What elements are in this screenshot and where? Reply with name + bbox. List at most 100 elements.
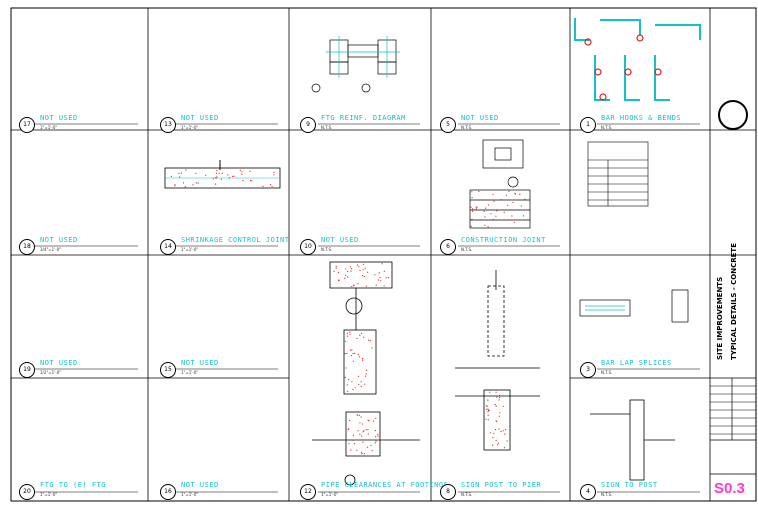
concrete-dot bbox=[346, 335, 349, 337]
concrete-dot bbox=[335, 267, 337, 269]
detail-6-scale: N.T.S. bbox=[461, 247, 473, 252]
concrete-dot bbox=[506, 199, 508, 201]
concrete-dot bbox=[227, 174, 229, 176]
concrete-dot bbox=[352, 360, 354, 362]
concrete-dot bbox=[492, 444, 494, 446]
pipe-clearance-drawing bbox=[312, 261, 420, 486]
concrete-dot bbox=[513, 221, 515, 223]
concrete-dot bbox=[239, 169, 241, 171]
concrete-dot bbox=[374, 430, 376, 432]
concrete-dot bbox=[350, 449, 352, 451]
detail-14-number: 14 bbox=[160, 239, 176, 255]
concrete-dot bbox=[233, 175, 235, 177]
concrete-dot bbox=[228, 177, 230, 179]
concrete-stipple bbox=[170, 169, 528, 455]
detail-4-number: 4 bbox=[580, 484, 596, 500]
concrete-dot bbox=[495, 420, 497, 422]
concrete-dot bbox=[377, 434, 379, 436]
concrete-dot bbox=[487, 408, 489, 410]
concrete-dot bbox=[471, 197, 473, 199]
concrete-dot bbox=[359, 422, 361, 424]
concrete-dot bbox=[352, 434, 354, 436]
project-name: SITE IMPROVEMENTS bbox=[716, 276, 724, 360]
concrete-dot bbox=[502, 405, 504, 407]
concrete-dot bbox=[241, 171, 243, 173]
concrete-dot bbox=[354, 352, 356, 354]
concrete-dot bbox=[360, 381, 362, 383]
detail-12-scale: 1"=1'-0" bbox=[321, 492, 339, 497]
concrete-dot bbox=[381, 263, 383, 265]
detail-14-title: SHRINKAGE CONTROL JOINT bbox=[181, 236, 290, 244]
concrete-dot bbox=[357, 414, 359, 416]
concrete-dot bbox=[251, 180, 253, 182]
detail-19-title: NOT USED bbox=[40, 359, 78, 367]
concrete-dot bbox=[498, 428, 500, 430]
concrete-dot bbox=[374, 274, 376, 276]
concrete-dot bbox=[377, 279, 379, 281]
concrete-dot bbox=[511, 215, 513, 217]
concrete-dot bbox=[345, 274, 347, 277]
sheet-title: TYPICAL DETAILS - CONCRETE bbox=[730, 243, 738, 360]
concrete-dot bbox=[195, 172, 197, 174]
concrete-dot bbox=[351, 381, 353, 383]
concrete-dot bbox=[487, 226, 489, 228]
concrete-dot bbox=[495, 405, 497, 407]
concrete-dot bbox=[494, 429, 497, 431]
concrete-dot bbox=[492, 193, 494, 195]
concrete-dot bbox=[378, 272, 380, 274]
detail-15-number: 15 bbox=[160, 362, 176, 378]
concrete-dot bbox=[370, 444, 372, 446]
concrete-dot bbox=[362, 263, 364, 265]
concrete-dot bbox=[377, 435, 379, 437]
concrete-dot bbox=[375, 284, 377, 286]
concrete-dot bbox=[347, 429, 349, 431]
concrete-dot bbox=[368, 339, 370, 341]
detail-15-title: NOT USED bbox=[181, 359, 219, 367]
concrete-dot bbox=[333, 270, 335, 272]
concrete-dot bbox=[351, 349, 353, 351]
concrete-dot bbox=[497, 442, 500, 444]
concrete-dot bbox=[485, 418, 487, 420]
concrete-dot bbox=[212, 178, 214, 180]
concrete-dot bbox=[500, 431, 502, 433]
concrete-dot bbox=[380, 280, 382, 282]
concrete-dot bbox=[364, 267, 366, 269]
concrete-dot bbox=[471, 218, 473, 220]
concrete-dot bbox=[495, 215, 497, 217]
concrete-dot bbox=[506, 440, 508, 442]
detail-3-title: BAR LAP SPLICES bbox=[601, 359, 672, 367]
concrete-dot bbox=[216, 170, 218, 172]
concrete-dot bbox=[361, 332, 363, 334]
concrete-dot bbox=[362, 269, 364, 271]
concrete-dot bbox=[180, 172, 182, 174]
construction-joint-drawing bbox=[469, 139, 531, 229]
detail-20-scale: 1"=1'-0" bbox=[40, 492, 58, 497]
concrete-dot bbox=[485, 207, 487, 209]
concrete-dot bbox=[526, 219, 528, 221]
detail-4-title: SIGN TO POST bbox=[601, 481, 658, 489]
detail-1-title: BAR HOOKS & BENDS bbox=[601, 114, 682, 122]
concrete-dot bbox=[184, 186, 186, 188]
concrete-dot bbox=[358, 383, 360, 385]
concrete-dot bbox=[337, 271, 339, 273]
concrete-dot bbox=[358, 414, 361, 416]
concrete-dot bbox=[361, 423, 364, 425]
concrete-dot bbox=[357, 375, 360, 377]
concrete-dot bbox=[346, 332, 349, 334]
concrete-dot bbox=[383, 285, 385, 287]
concrete-dot bbox=[359, 433, 361, 435]
concrete-dot bbox=[352, 439, 354, 441]
concrete-dot bbox=[356, 337, 358, 340]
concrete-dot bbox=[352, 353, 354, 355]
concrete-dot bbox=[495, 439, 497, 442]
concrete-dot bbox=[480, 219, 482, 221]
concrete-dot bbox=[345, 268, 347, 270]
detail-13-title: NOT USED bbox=[181, 114, 219, 122]
detail-5-number: 5 bbox=[440, 117, 456, 133]
lap-splice-drawing bbox=[579, 289, 689, 323]
concrete-dot bbox=[348, 379, 350, 381]
concrete-dot bbox=[358, 356, 360, 358]
concrete-dot bbox=[375, 436, 377, 438]
